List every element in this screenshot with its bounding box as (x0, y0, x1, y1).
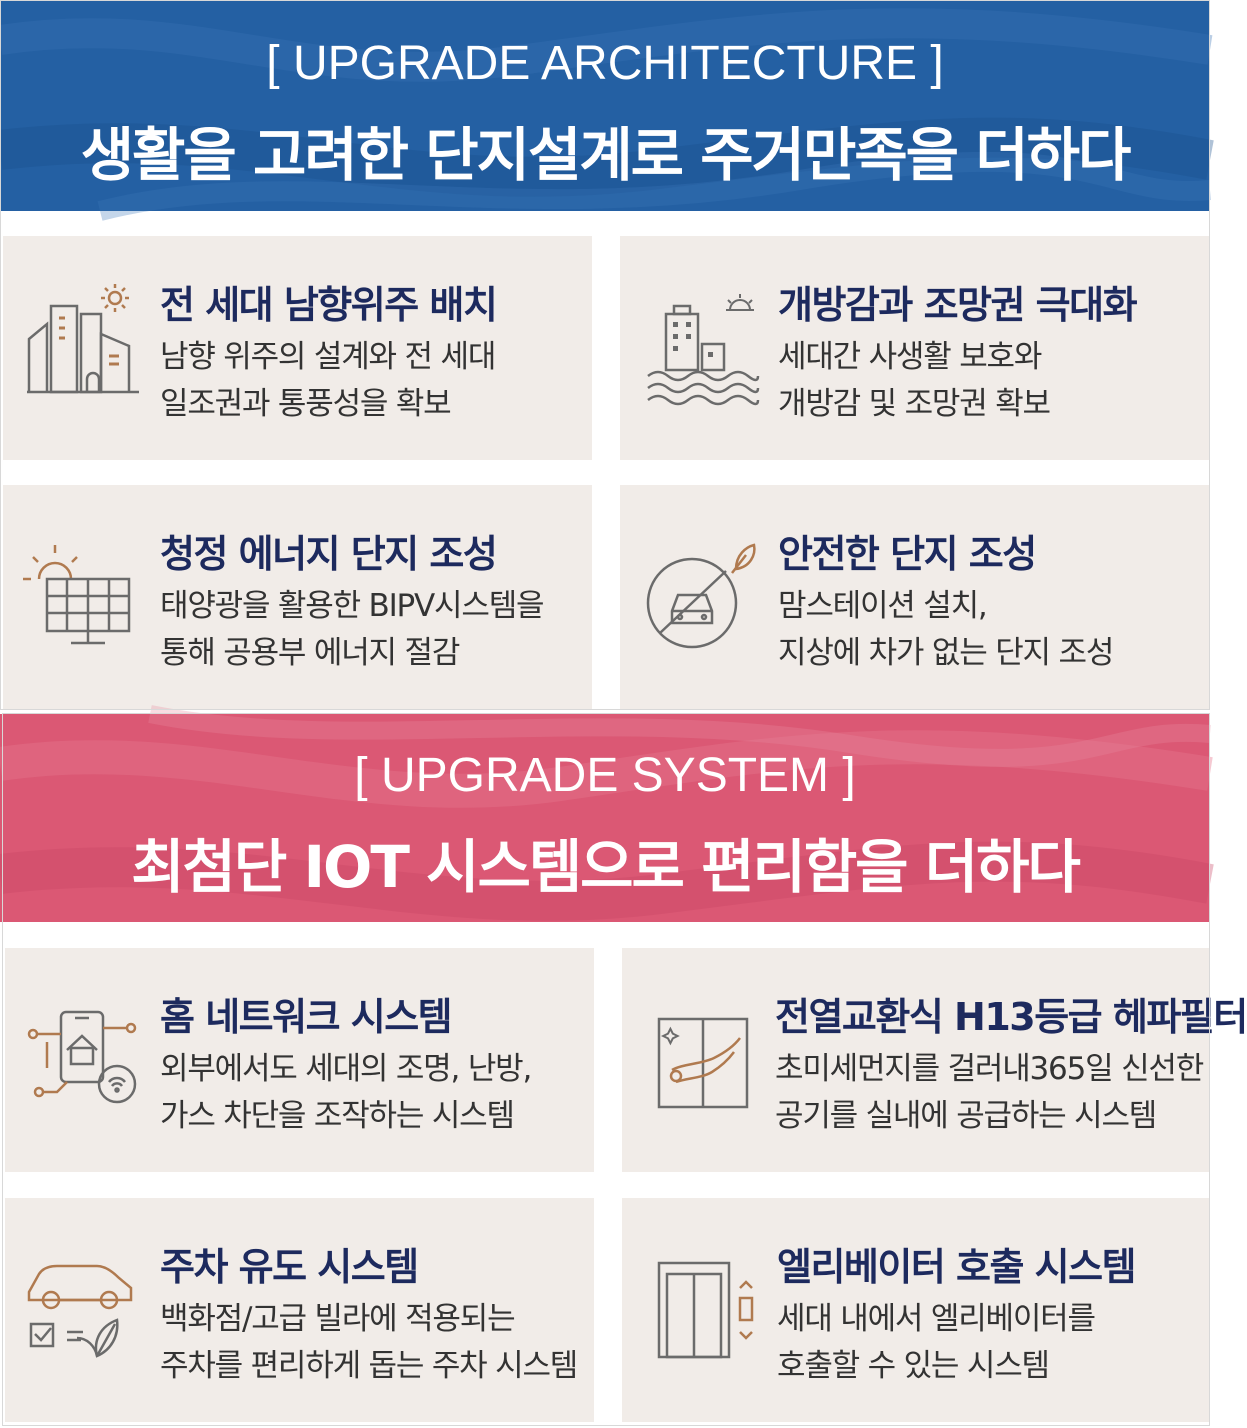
card-title: 개방감과 조망권 극대화 (778, 283, 1138, 327)
section-title: 생활을 고려한 단지설계로 주거만족을 더하다 (80, 121, 1132, 189)
card-description-line: 지상에 차가 없는 단지 조성 (778, 635, 1114, 671)
card-safe-complex: 안전한 단지 조성 맘스테이션 설치, 지상에 차가 없는 단지 조성 (620, 485, 1210, 709)
air-filter-icon (657, 1017, 749, 1109)
card-description-line: 맘스테이션 설치, (778, 588, 988, 624)
card-parking-guide: 주차 유도 시스템 백화점/고급 빌라에 적용되는 주차를 편리하게 돕는 주차… (5, 1198, 594, 1422)
elevator-call-icon (657, 1261, 754, 1359)
solar-panel-icon (23, 545, 131, 645)
parking-guide-icon (27, 1264, 133, 1358)
card-description-line: 외부에서도 세대의 조명, 난방, (160, 1051, 532, 1087)
marble-pattern-background (0, 8, 1214, 221)
card-description-line: 세대 내에서 엘리베이터를 (777, 1301, 1096, 1337)
card-description: 태양광을 활용한 BIPV시스템을 통해 공용부 에너지 절감 (160, 583, 545, 677)
section-subtitle: [ UPGRADE SYSTEM ] (354, 749, 856, 802)
section-title: 최첨단 IOT 시스템으로 편리함을 더하다 (131, 833, 1081, 901)
card-description: 세대 내에서 엘리베이터를 호출할 수 있는 시스템 (777, 1296, 1096, 1390)
card-description-line: 초미세먼지를 걸러내365일 신선한 (775, 1051, 1204, 1087)
card-title: 홈 네트워크 시스템 (160, 995, 453, 1039)
card-description-line: 일조권과 통풍성을 확보 (160, 386, 452, 422)
card-title: 주차 유도 시스템 (160, 1245, 419, 1289)
card-title: 전열교환식 H13등급 헤파필터 (775, 995, 1247, 1039)
card-description-line: 주차를 편리하게 돕는 주차 시스템 (160, 1348, 578, 1384)
card-title: 전 세대 남향위주 배치 (160, 283, 498, 327)
card-description: 세대간 사생활 보호와 개방감 및 조망권 확보 (778, 334, 1051, 428)
section-frame (0, 0, 1210, 710)
card-title: 안전한 단지 조성 (778, 532, 1037, 576)
card-description: 초미세먼지를 걸러내365일 신선한 공기를 실내에 공급하는 시스템 (775, 1046, 1204, 1140)
card-description-line: 태양광을 활용한 BIPV시스템을 (160, 588, 545, 624)
section-subtitle: [ UPGRADE ARCHITECTURE ] (266, 37, 944, 90)
card-description: 외부에서도 세대의 조명, 난방, 가스 차단을 조작하는 시스템 (160, 1046, 532, 1140)
card-clean-energy: 청정 에너지 단지 조성 태양광을 활용한 BIPV시스템을 통해 공용부 에너… (3, 485, 592, 709)
card-description-line: 남향 위주의 설계와 전 세대 (160, 339, 496, 375)
card-title: 청정 에너지 단지 조성 (160, 532, 498, 576)
card-description-line: 개방감 및 조망권 확보 (778, 386, 1051, 422)
no-car-icon (646, 543, 756, 649)
marble-pattern-background (0, 705, 1214, 921)
home-network-icon (27, 1010, 137, 1104)
card-description: 남향 위주의 설계와 전 세대 일조권과 통풍성을 확보 (160, 334, 496, 428)
card-home-network: 홈 네트워크 시스템 외부에서도 세대의 조명, 난방, 가스 차단을 조작하는… (5, 948, 594, 1172)
card-south-facing: 전 세대 남향위주 배치 남향 위주의 설계와 전 세대 일조권과 통풍성을 확… (3, 236, 592, 460)
card-hepa-filter: 전열교환식 H13등급 헤파필터 초미세먼지를 걸러내365일 신선한 공기를 … (622, 948, 1247, 1172)
system-banner: [ UPGRADE SYSTEM ] 최첨단 IOT 시스템으로 편리함을 더하… (0, 705, 1214, 922)
card-open-view: 개방감과 조망권 극대화 세대간 사생활 보호와 개방감 및 조망권 확보 (620, 236, 1210, 460)
section-frame (2, 713, 1210, 1426)
architecture-banner: [ UPGRADE ARCHITECTURE ] 생활을 고려한 단지설계로 주… (0, 0, 1214, 221)
card-description-line: 가스 차단을 조작하는 시스템 (160, 1098, 515, 1134)
card-description: 백화점/고급 빌라에 적용되는 주차를 편리하게 돕는 주차 시스템 (160, 1296, 578, 1390)
sunlit-buildings-icon (27, 284, 139, 394)
card-description-line: 통해 공용부 에너지 절감 (160, 635, 460, 671)
card-description-line: 백화점/고급 빌라에 적용되는 (160, 1301, 516, 1337)
card-description-line: 호출할 수 있는 시스템 (777, 1348, 1050, 1384)
card-description-line: 공기를 실내에 공급하는 시스템 (775, 1098, 1157, 1134)
card-description-line: 세대간 사생활 보호와 (778, 339, 1042, 375)
card-title: 엘리베이터 호출 시스템 (777, 1245, 1137, 1289)
card-elevator-call: 엘리베이터 호출 시스템 세대 내에서 엘리베이터를 호출할 수 있는 시스템 (622, 1198, 1210, 1422)
waterfront-building-icon (647, 294, 760, 406)
card-description: 맘스테이션 설치, 지상에 차가 없는 단지 조성 (778, 583, 1114, 677)
